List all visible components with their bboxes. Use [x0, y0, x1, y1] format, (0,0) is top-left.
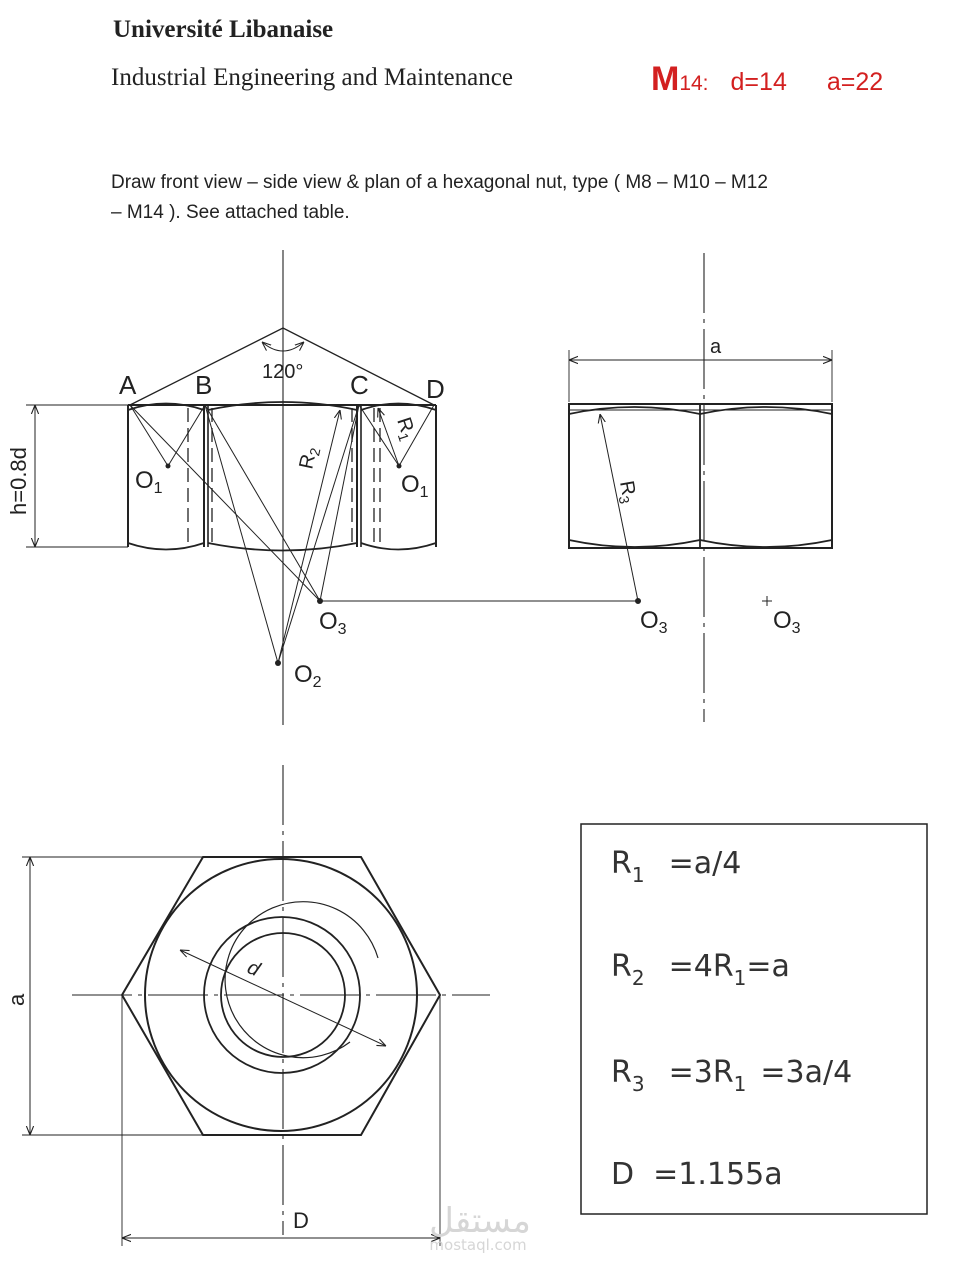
thread-arc [224, 901, 379, 1059]
front-view-labels: 120° A B C D O1 O1 R2 R1 O3 O2 h=0.8d [6, 361, 445, 691]
r1-radius-line [378, 408, 400, 467]
construction-line [204, 404, 321, 602]
d-dim [180, 950, 386, 1046]
formula-d: D =1.155a [611, 1157, 783, 1192]
top-arc-mid [207, 401, 358, 411]
top-arc-right [360, 402, 437, 411]
r3-label: R3 [613, 479, 641, 505]
side-top-arc-left [568, 406, 701, 415]
point-d-label: D [426, 374, 445, 404]
plan-a-label: a [4, 993, 29, 1006]
spec-a: a=22 [826, 68, 884, 96]
side-top-arc-right [699, 406, 833, 415]
side-o3-point [635, 598, 641, 604]
formula-r3: R3=3R1=3a/4 [611, 1055, 852, 1096]
construction-line [129, 404, 321, 602]
o1-right-point [396, 463, 402, 469]
university-title: Université Libanaise [113, 16, 334, 43]
side-view-labels: a R3 O3 O3 [613, 336, 801, 637]
watermark-latin: mostaql.com [429, 1236, 526, 1254]
point-b-label: B [195, 370, 212, 400]
side-o3-far-label: O3 [773, 607, 801, 637]
plan-d-label: d [244, 956, 264, 981]
chamfer-triangle [129, 327, 435, 406]
side-bottom-arc-left [568, 539, 701, 548]
height-label: h=0.8d [6, 447, 31, 515]
angle-120-arc [262, 342, 304, 352]
o1-left-label: O1 [135, 467, 163, 497]
spec-d: d=14 [730, 68, 787, 96]
construction-line [277, 404, 360, 664]
plan-D-label: D [293, 1208, 309, 1233]
instructions-line-2: – M14 ). See attached table. [111, 202, 350, 223]
side-bottom-arc-right [699, 539, 833, 548]
o3-label: O3 [319, 608, 347, 638]
formula-box: R1=a/4 R2=4R1=a R3=3R1=3a/4 D =1.155a [580, 823, 928, 1215]
o2-label: O2 [294, 661, 322, 691]
construction-line [204, 404, 279, 664]
plan-view-labels: d a D [4, 956, 309, 1233]
side-a-label: a [710, 336, 722, 358]
construction-line [398, 404, 435, 467]
r2-radius-line [277, 410, 340, 664]
side-view-points [635, 596, 772, 606]
r3-radius-line [600, 414, 639, 602]
o1-right-label: O1 [401, 471, 429, 501]
bottom-arc-left [127, 542, 205, 551]
front-view-points [165, 463, 402, 666]
watermark-arabic: مستقل [429, 1201, 531, 1241]
construction-line [167, 404, 206, 467]
point-c-label: C [350, 370, 369, 400]
angle-label: 120° [262, 361, 303, 383]
o1-left-point [165, 463, 171, 469]
front-view [26, 250, 638, 725]
point-a-label: A [119, 370, 137, 400]
formula-r1: R1=a/4 [611, 846, 741, 887]
o2-point [275, 660, 281, 666]
construction-line [129, 404, 169, 467]
r1-label: R1 [390, 415, 420, 444]
formula-r2: R2=4R1=a [611, 949, 790, 990]
watermark: مستقل mostaql.com [429, 1201, 531, 1254]
o3-point [317, 598, 323, 604]
r2-label: R2 [295, 445, 323, 472]
construction-line [319, 404, 360, 602]
formula-box-border [580, 823, 928, 1215]
construction-line [358, 404, 400, 467]
chamfer-circle [144, 858, 418, 1132]
bottom-arc-mid [207, 542, 358, 552]
nut-spec: M14: d=14 a=22 [651, 60, 883, 99]
spec-m: M [651, 60, 680, 98]
plan-view [22, 765, 490, 1246]
hexagon-outline [120, 856, 442, 1136]
top-arc-left [127, 402, 205, 411]
instructions: Draw front view – side view & plan of a … [111, 168, 911, 228]
spec-m-size: 14: [679, 72, 709, 95]
bottom-arc-right [360, 542, 437, 551]
department-title: Industrial Engineering and Maintenance [111, 64, 513, 91]
side-view [568, 253, 833, 722]
instructions-line-1: Draw front view – side view & plan of a … [111, 172, 768, 193]
side-o3-label: O3 [640, 607, 668, 637]
